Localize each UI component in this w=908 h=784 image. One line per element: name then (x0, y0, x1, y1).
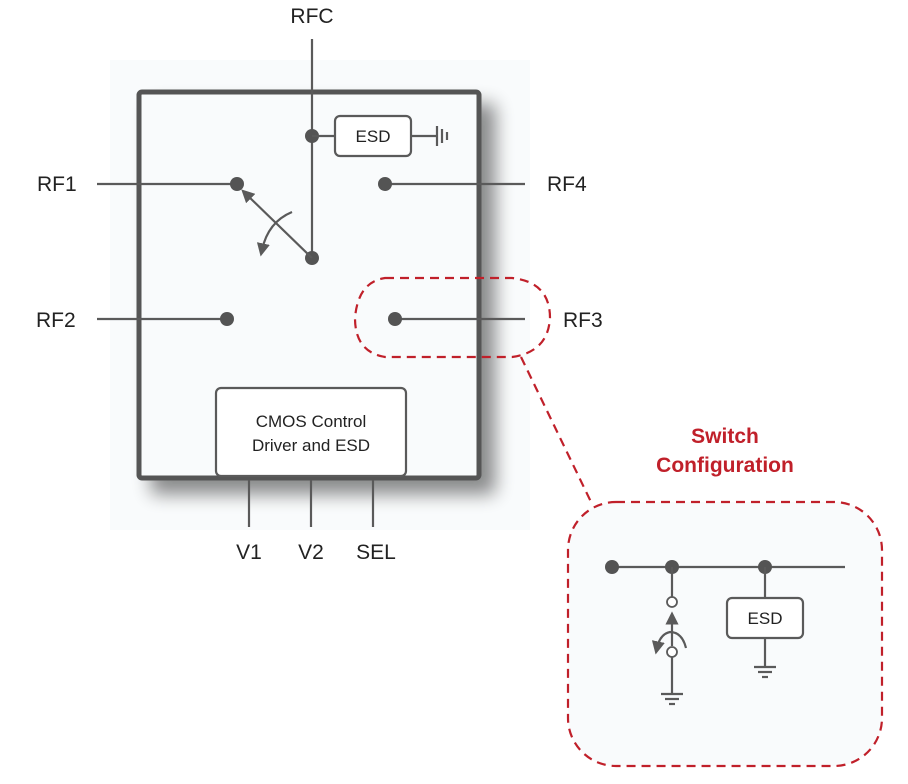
inset-esd-label: ESD (748, 609, 783, 628)
shunt-rotation-arrow-icon (651, 630, 688, 655)
shunt-ground-icon (661, 692, 683, 706)
esd-label: ESD (356, 127, 391, 146)
cmos-control-line1: CMOS Control (256, 412, 367, 431)
rotation-arrow-icon (256, 210, 293, 257)
esd-ground-icon (754, 665, 776, 679)
ground-icon (435, 126, 449, 146)
rf4-node (378, 177, 392, 191)
inset-frame (566, 500, 884, 768)
rfc-label: RFC (290, 5, 333, 28)
v1-label: V1 (236, 541, 262, 564)
cmos-control-block (214, 386, 408, 478)
sel-label: SEL (356, 541, 396, 564)
switch-arm-arrow-icon (241, 189, 313, 259)
rf3-highlight-callout (353, 276, 552, 359)
inset-input-node (605, 560, 619, 574)
rf2-label: RF2 (36, 309, 76, 332)
inset-background (568, 502, 882, 766)
inset-title-line2: Configuration (656, 454, 794, 477)
inset-title-line1: Switch (691, 425, 759, 448)
rf1-node (230, 177, 244, 191)
shunt-contact-top (666, 596, 678, 608)
chip-body (136, 89, 482, 481)
rf1-label: RF1 (37, 173, 77, 196)
shunt-contact-bottom (666, 646, 678, 658)
rf3-node (388, 312, 402, 326)
rf3-label: RF3 (563, 309, 603, 332)
rf4-label: RF4 (547, 173, 587, 196)
v2-label: V2 (298, 541, 324, 564)
callout-connector (520, 356, 593, 505)
cmos-control-line2: Driver and ESD (252, 436, 370, 455)
rf2-node (220, 312, 234, 326)
